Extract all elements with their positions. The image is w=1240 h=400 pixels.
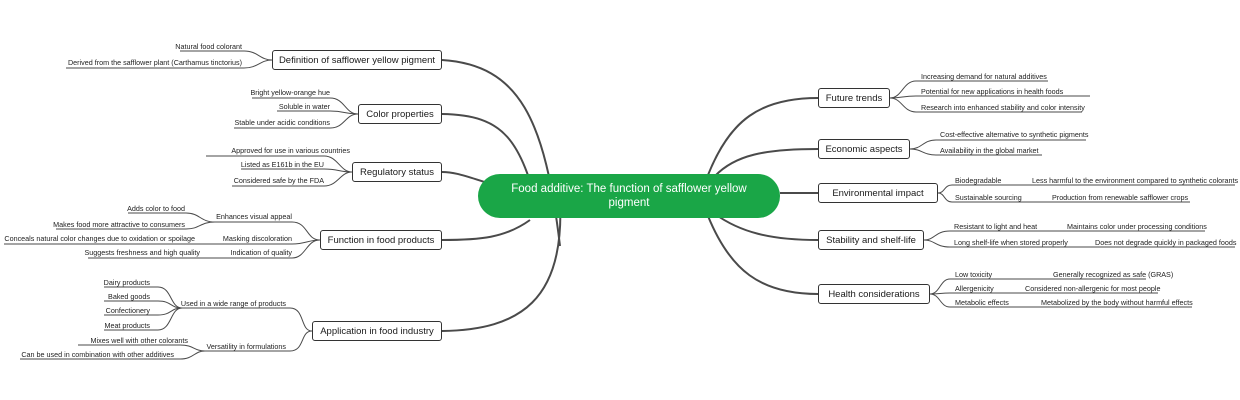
branch-stability-shelf-life-label: Stability and shelf-life <box>826 234 916 246</box>
leaf-maintains-color: Maintains color under processing conditi… <box>1067 222 1207 231</box>
leaf-suggests-freshness: Suggests freshness and high quality <box>84 248 200 257</box>
group-enhances-visual-appeal: Enhances visual appeal <box>216 212 292 221</box>
central-topic-label: Food additive: The function of safflower… <box>511 183 747 209</box>
group-versatility: Versatility in formulations <box>206 342 287 351</box>
connector-lines <box>4 50 1235 360</box>
leaf-derived-from-safflower: Derived from the safflower plant (Cartha… <box>67 58 242 67</box>
branch-health-considerations-label: Health considerations <box>828 288 920 300</box>
leaf-confectionery: Confectionery <box>105 306 150 315</box>
leaf-stable-acidic: Stable under acidic conditions <box>234 118 331 127</box>
leaf-soluble-in-water: Soluble in water <box>278 102 330 111</box>
branch-environmental-impact-label: Environmental impact <box>832 187 924 199</box>
branch-definition-label: Definition of safflower yellow pigment <box>278 54 436 66</box>
leaf-approved-countries: Approved for use in various countries <box>231 146 350 155</box>
branch-health-considerations[interactable]: Health considerations <box>818 284 930 304</box>
leaf-less-harmful: Less harmful to the environment compared… <box>1032 176 1239 185</box>
branch-function-in-food-label: Function in food products <box>327 234 435 246</box>
leaf-listed-e161b: Listed as E161b in the EU <box>240 160 324 169</box>
leaf-non-allergenic: Considered non-allergenic for most peopl… <box>1025 284 1161 293</box>
leaf-natural-food-colorant: Natural food colorant <box>175 42 242 51</box>
group-metabolic-effects: Metabolic effects <box>955 298 1009 307</box>
leaf-dairy-products: Dairy products <box>103 278 150 287</box>
group-allergenicity: Allergenicity <box>955 284 994 293</box>
group-biodegradable: Biodegradable <box>955 176 1002 185</box>
leaf-adds-color: Adds color to food <box>127 204 185 213</box>
branch-application-label: Application in food industry <box>320 325 434 337</box>
leaf-baked-goods: Baked goods <box>108 292 150 301</box>
branch-color-properties-label: Color properties <box>366 108 434 120</box>
branch-environmental-impact[interactable]: Environmental impact <box>818 183 938 203</box>
leaf-does-not-degrade: Does not degrade quickly in packaged foo… <box>1095 238 1237 247</box>
branch-color-properties[interactable]: Color properties <box>358 104 442 124</box>
leaf-metabolized: Metabolized by the body without harmful … <box>1041 298 1193 307</box>
branch-stability-shelf-life[interactable]: Stability and shelf-life <box>818 230 924 250</box>
leaf-new-applications: Potential for new applications in health… <box>921 87 1064 96</box>
group-low-toxicity: Low toxicity <box>955 270 993 279</box>
leaf-increasing-demand: Increasing demand for natural additives <box>921 72 1047 81</box>
branch-economic-aspects[interactable]: Economic aspects <box>818 139 910 159</box>
leaf-cost-effective: Cost-effective alternative to synthetic … <box>940 130 1089 139</box>
group-resistant-light-heat: Resistant to light and heat <box>954 222 1038 231</box>
branch-economic-aspects-label: Economic aspects <box>825 143 903 155</box>
leaf-conceals-color-changes: Conceals natural color changes due to ox… <box>4 234 195 243</box>
branch-application[interactable]: Application in food industry <box>312 321 442 341</box>
leaf-bright-yellow-orange: Bright yellow-orange hue <box>250 88 330 97</box>
group-masking-discoloration: Masking discoloration <box>222 234 292 243</box>
leaf-renewable-crops: Production from renewable safflower crop… <box>1052 193 1189 202</box>
group-indication-of-quality: Indication of quality <box>230 248 292 257</box>
branch-regulatory-status[interactable]: Regulatory status <box>352 162 442 182</box>
leaf-combination-additives: Can be used in combination with other ad… <box>21 350 174 359</box>
branch-function-in-food[interactable]: Function in food products <box>320 230 442 250</box>
leaf-research-stability: Research into enhanced stability and col… <box>921 103 1085 112</box>
group-wide-range-products: Used in a wide range of products <box>180 299 286 308</box>
leaf-availability-market: Availability in the global market <box>940 146 1039 155</box>
leaf-mixes-well: Mixes well with other colorants <box>90 336 188 345</box>
branch-future-trends[interactable]: Future trends <box>818 88 890 108</box>
group-long-shelf-life: Long shelf-life when stored properly <box>954 238 1068 247</box>
leaf-more-attractive: Makes food more attractive to consumers <box>53 220 185 229</box>
leaf-safe-fda: Considered safe by the FDA <box>233 176 324 185</box>
branch-regulatory-status-label: Regulatory status <box>360 166 434 178</box>
branch-definition[interactable]: Definition of safflower yellow pigment <box>272 50 442 70</box>
central-topic[interactable]: Food additive: The function of safflower… <box>478 174 780 218</box>
group-sustainable-sourcing: Sustainable sourcing <box>955 193 1022 202</box>
leaf-meat-products: Meat products <box>104 321 150 330</box>
branch-future-trends-label: Future trends <box>825 92 883 104</box>
leaf-gras: Generally recognized as safe (GRAS) <box>1053 270 1174 279</box>
